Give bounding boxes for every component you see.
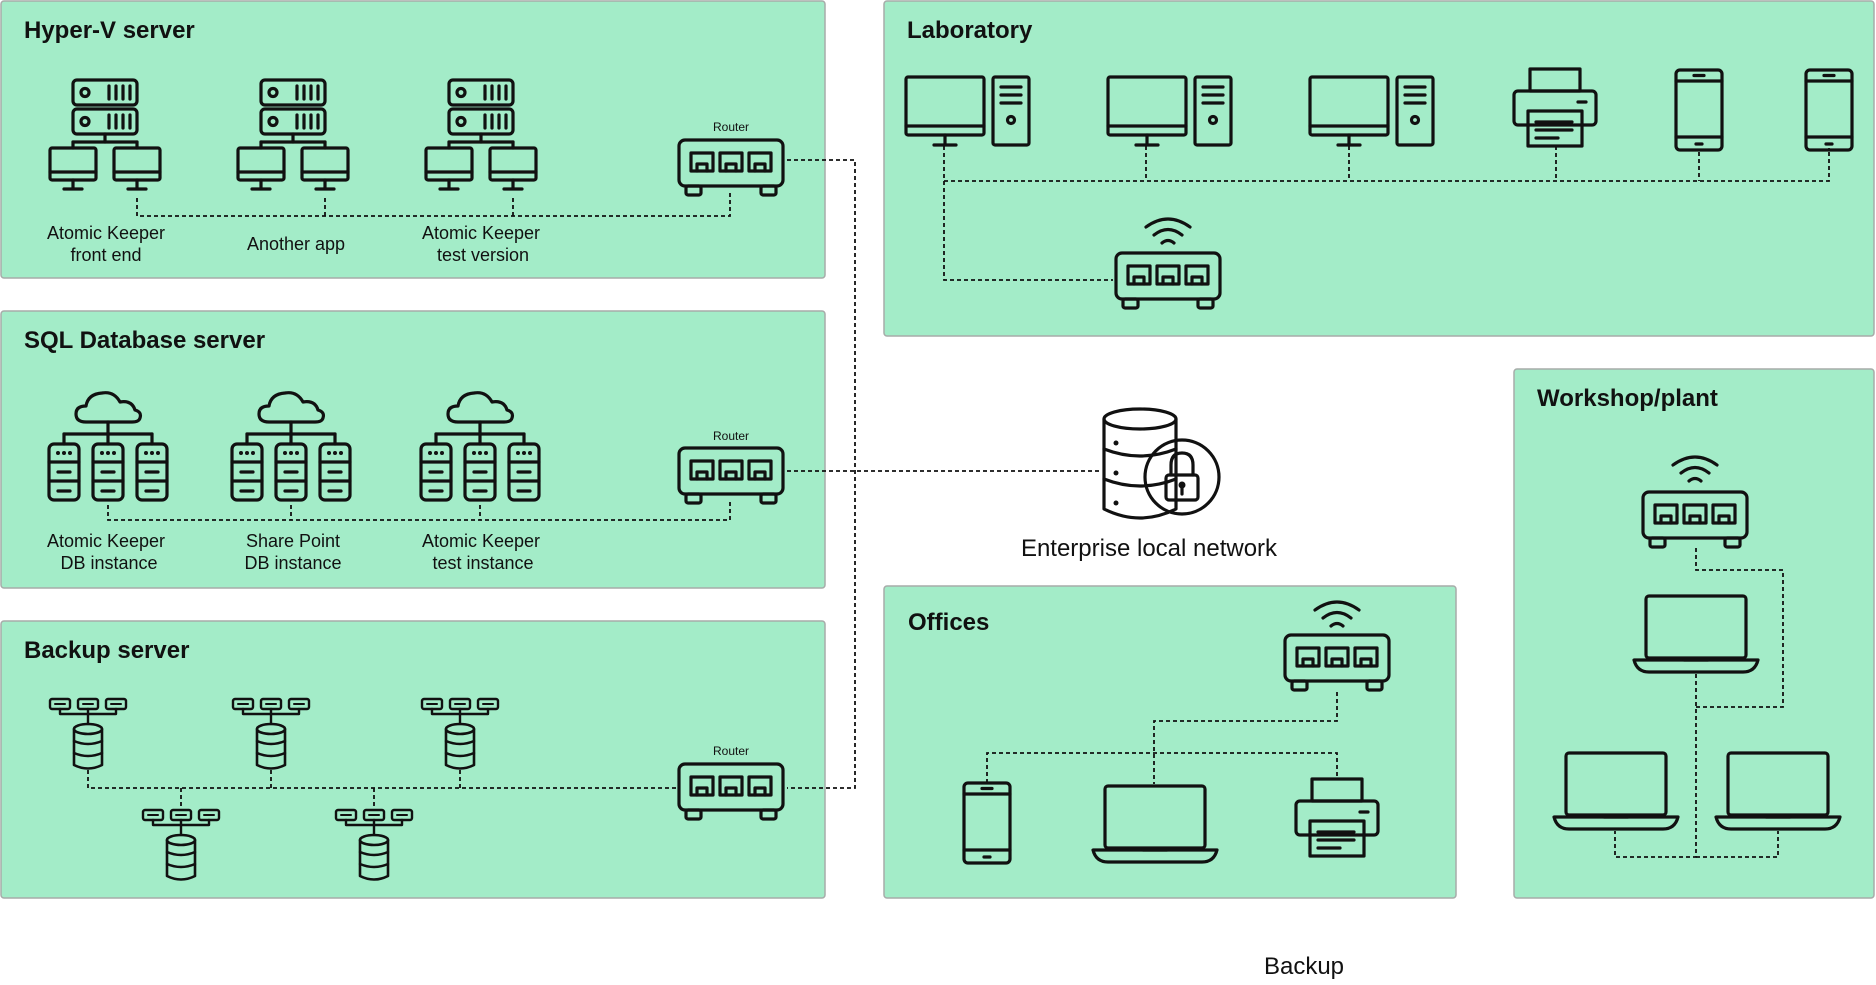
- offices-link: [1153, 692, 1338, 784]
- lab-bus-link: [943, 146, 1830, 182]
- workshop-link: [1695, 548, 1784, 708]
- sql-panel: [0, 310, 826, 589]
- router-label: Router: [713, 120, 749, 134]
- hyperv-panel: [0, 0, 826, 279]
- router-label: Router: [713, 744, 749, 758]
- backbone-link: [787, 159, 856, 789]
- sql-internal-link: [107, 501, 731, 521]
- enterprise-network-label: Enterprise local network: [1021, 535, 1278, 562]
- router-label: Router: [713, 429, 749, 443]
- app-label: Atomic Keeper: [47, 223, 165, 243]
- backup-panel: [0, 620, 826, 899]
- instance-label: Atomic Keeper: [47, 531, 165, 551]
- instance-label: Share Point: [246, 531, 340, 551]
- laboratory-title: Laboratory: [907, 17, 1033, 44]
- instance-label: DB instance: [60, 553, 157, 573]
- workshop-panel: [1513, 368, 1875, 899]
- instance-label: test instance: [432, 553, 533, 573]
- secure-database-icon: [1102, 407, 1221, 520]
- footer-backup-label: Backup: [1264, 953, 1344, 980]
- app-label: front end: [70, 245, 141, 265]
- app-label: Atomic Keeper: [422, 223, 540, 243]
- instance-label: DB instance: [244, 553, 341, 573]
- offices-title: Offices: [908, 609, 989, 636]
- instance-label: Atomic Keeper: [422, 531, 540, 551]
- hyperv-title: Hyper-V server: [24, 17, 195, 44]
- sql-title: SQL Database server: [24, 327, 265, 354]
- backup-internal-link: [87, 770, 676, 789]
- app-label: test version: [437, 245, 529, 265]
- hyperv-internal-link: [136, 192, 731, 217]
- laboratory-panel: [883, 0, 1875, 337]
- app-label: Another app: [247, 234, 345, 254]
- backup-title: Backup server: [24, 637, 189, 664]
- workshop-title: Workshop/plant: [1537, 385, 1718, 412]
